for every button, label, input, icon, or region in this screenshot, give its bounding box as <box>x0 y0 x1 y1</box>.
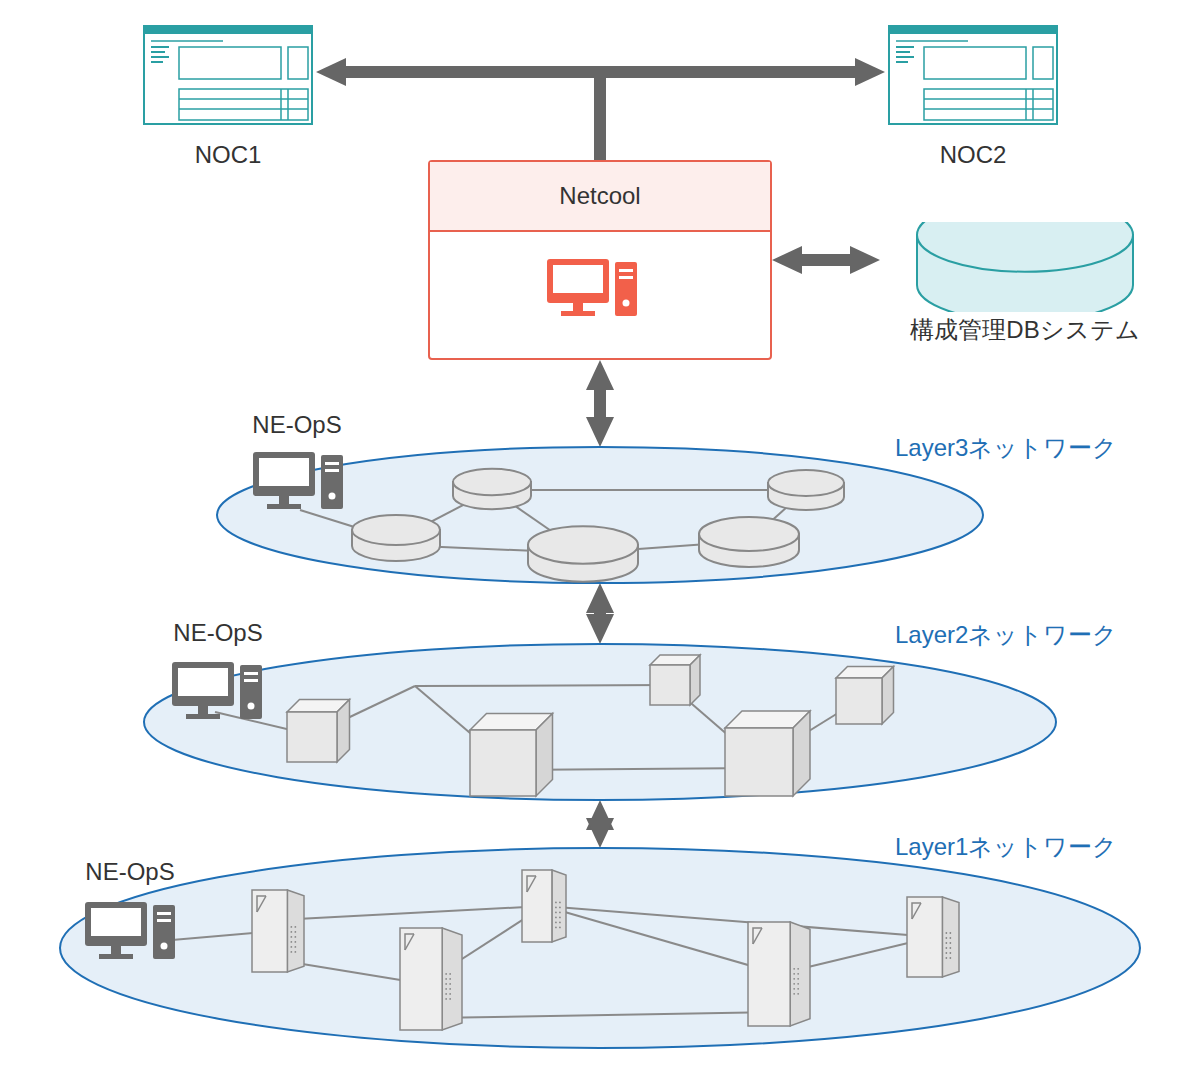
layer-label: Layer3ネットワーク <box>895 433 1117 463</box>
link-line <box>278 906 544 920</box>
network-layer: Layer2ネットワーク <box>144 644 1056 800</box>
noc-terminal: NOC1 <box>140 22 316 172</box>
computer-icon <box>172 662 262 719</box>
node-label: 構成管理DBシステム <box>910 315 1139 345</box>
switch-cube <box>725 711 810 796</box>
system-label: NE-OpS <box>60 857 200 887</box>
server-tower <box>400 928 462 1030</box>
network-layer: Layer1ネットワーク <box>60 848 1140 1048</box>
noc-terminal: NOC2 <box>885 22 1061 172</box>
layer-ellipse <box>217 447 983 583</box>
server-tower <box>907 897 959 977</box>
router-cylinder <box>699 517 799 567</box>
computer-icon <box>85 902 175 959</box>
switch-cube <box>470 714 553 797</box>
server-tower <box>252 890 304 972</box>
router-cylinder <box>352 515 440 561</box>
system-label: NE-OpS <box>148 618 288 648</box>
netcool-header: Netcool <box>430 162 770 232</box>
database-node: 構成管理DBシステム <box>880 222 1170 347</box>
noc-window-icon <box>144 26 312 124</box>
link-line <box>415 685 670 686</box>
layer-label: Layer1ネットワーク <box>895 832 1117 862</box>
network-layer: Layer3ネットワーク <box>217 447 983 583</box>
server-tower <box>522 870 566 942</box>
node-label: Netcool <box>559 181 640 211</box>
link-line <box>544 906 933 937</box>
computer-icon <box>253 452 343 509</box>
system-label: NE-OpS <box>227 410 367 440</box>
database-cylinder <box>880 222 1170 312</box>
switch-cube <box>836 667 894 725</box>
connector-arrow <box>594 820 606 828</box>
link-line <box>492 489 806 491</box>
computer-icon <box>547 259 637 316</box>
netcool-icon <box>430 232 770 358</box>
switch-cube <box>650 655 700 705</box>
layer-ellipse <box>144 644 1056 800</box>
noc-window-icon <box>889 26 1057 124</box>
layer-label: Layer2ネットワーク <box>895 620 1117 650</box>
connector-arrow <box>792 254 860 266</box>
link-line <box>431 1012 779 1018</box>
node-label: NOC2 <box>940 140 1007 170</box>
node-label: NOC1 <box>195 140 262 170</box>
netcool-server: Netcool <box>428 160 772 360</box>
layer-ellipse <box>60 848 1140 1048</box>
switch-cube <box>287 700 350 763</box>
router-cylinder <box>453 469 531 510</box>
server-tower <box>748 922 810 1026</box>
router-cylinder <box>528 526 638 581</box>
router-cylinder <box>768 470 844 510</box>
connector-arrow <box>594 380 606 427</box>
database-cylinder <box>917 222 1133 312</box>
connector-arrow <box>594 603 606 624</box>
